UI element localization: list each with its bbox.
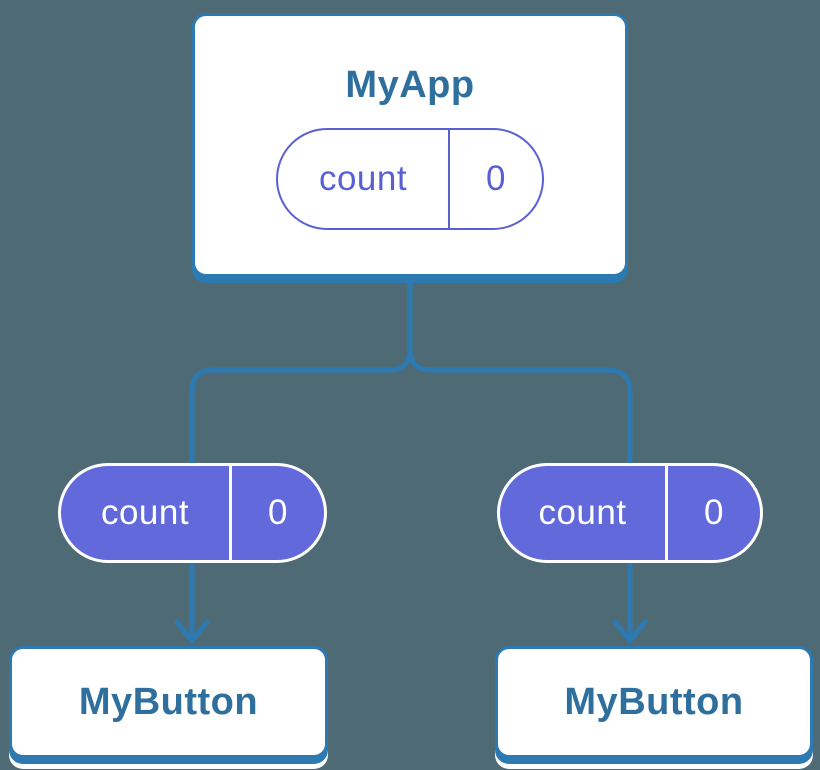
mybutton-card-right: MyButton [495,646,813,758]
arrow-down-icon-left [174,619,210,644]
root-pill-divider [448,130,450,228]
myapp-title: MyApp [345,64,475,106]
myapp-card: MyApp count 0 [192,13,628,277]
left-state-pill: count 0 [58,463,327,563]
left-state-name: count [100,493,190,532]
arrow-down-icon-right [612,619,648,644]
mybutton-card-left: MyButton [9,646,328,758]
root-state-value: 0 [486,159,506,198]
right-state-value: 0 [704,493,724,532]
root-state-pill: count 0 [276,128,544,230]
right-pill-divider [665,466,668,560]
mybutton-title-left: MyButton [78,680,259,723]
left-state-value: 0 [268,493,288,532]
mybutton-title-right: MyButton [564,680,744,723]
right-state-name: count [538,493,627,532]
left-pill-divider [229,466,232,560]
right-state-pill: count 0 [497,463,763,563]
connector-root-to-left-pill [189,275,413,465]
root-state-name: count [318,159,408,198]
connector-root-to-right-pill [407,275,633,465]
